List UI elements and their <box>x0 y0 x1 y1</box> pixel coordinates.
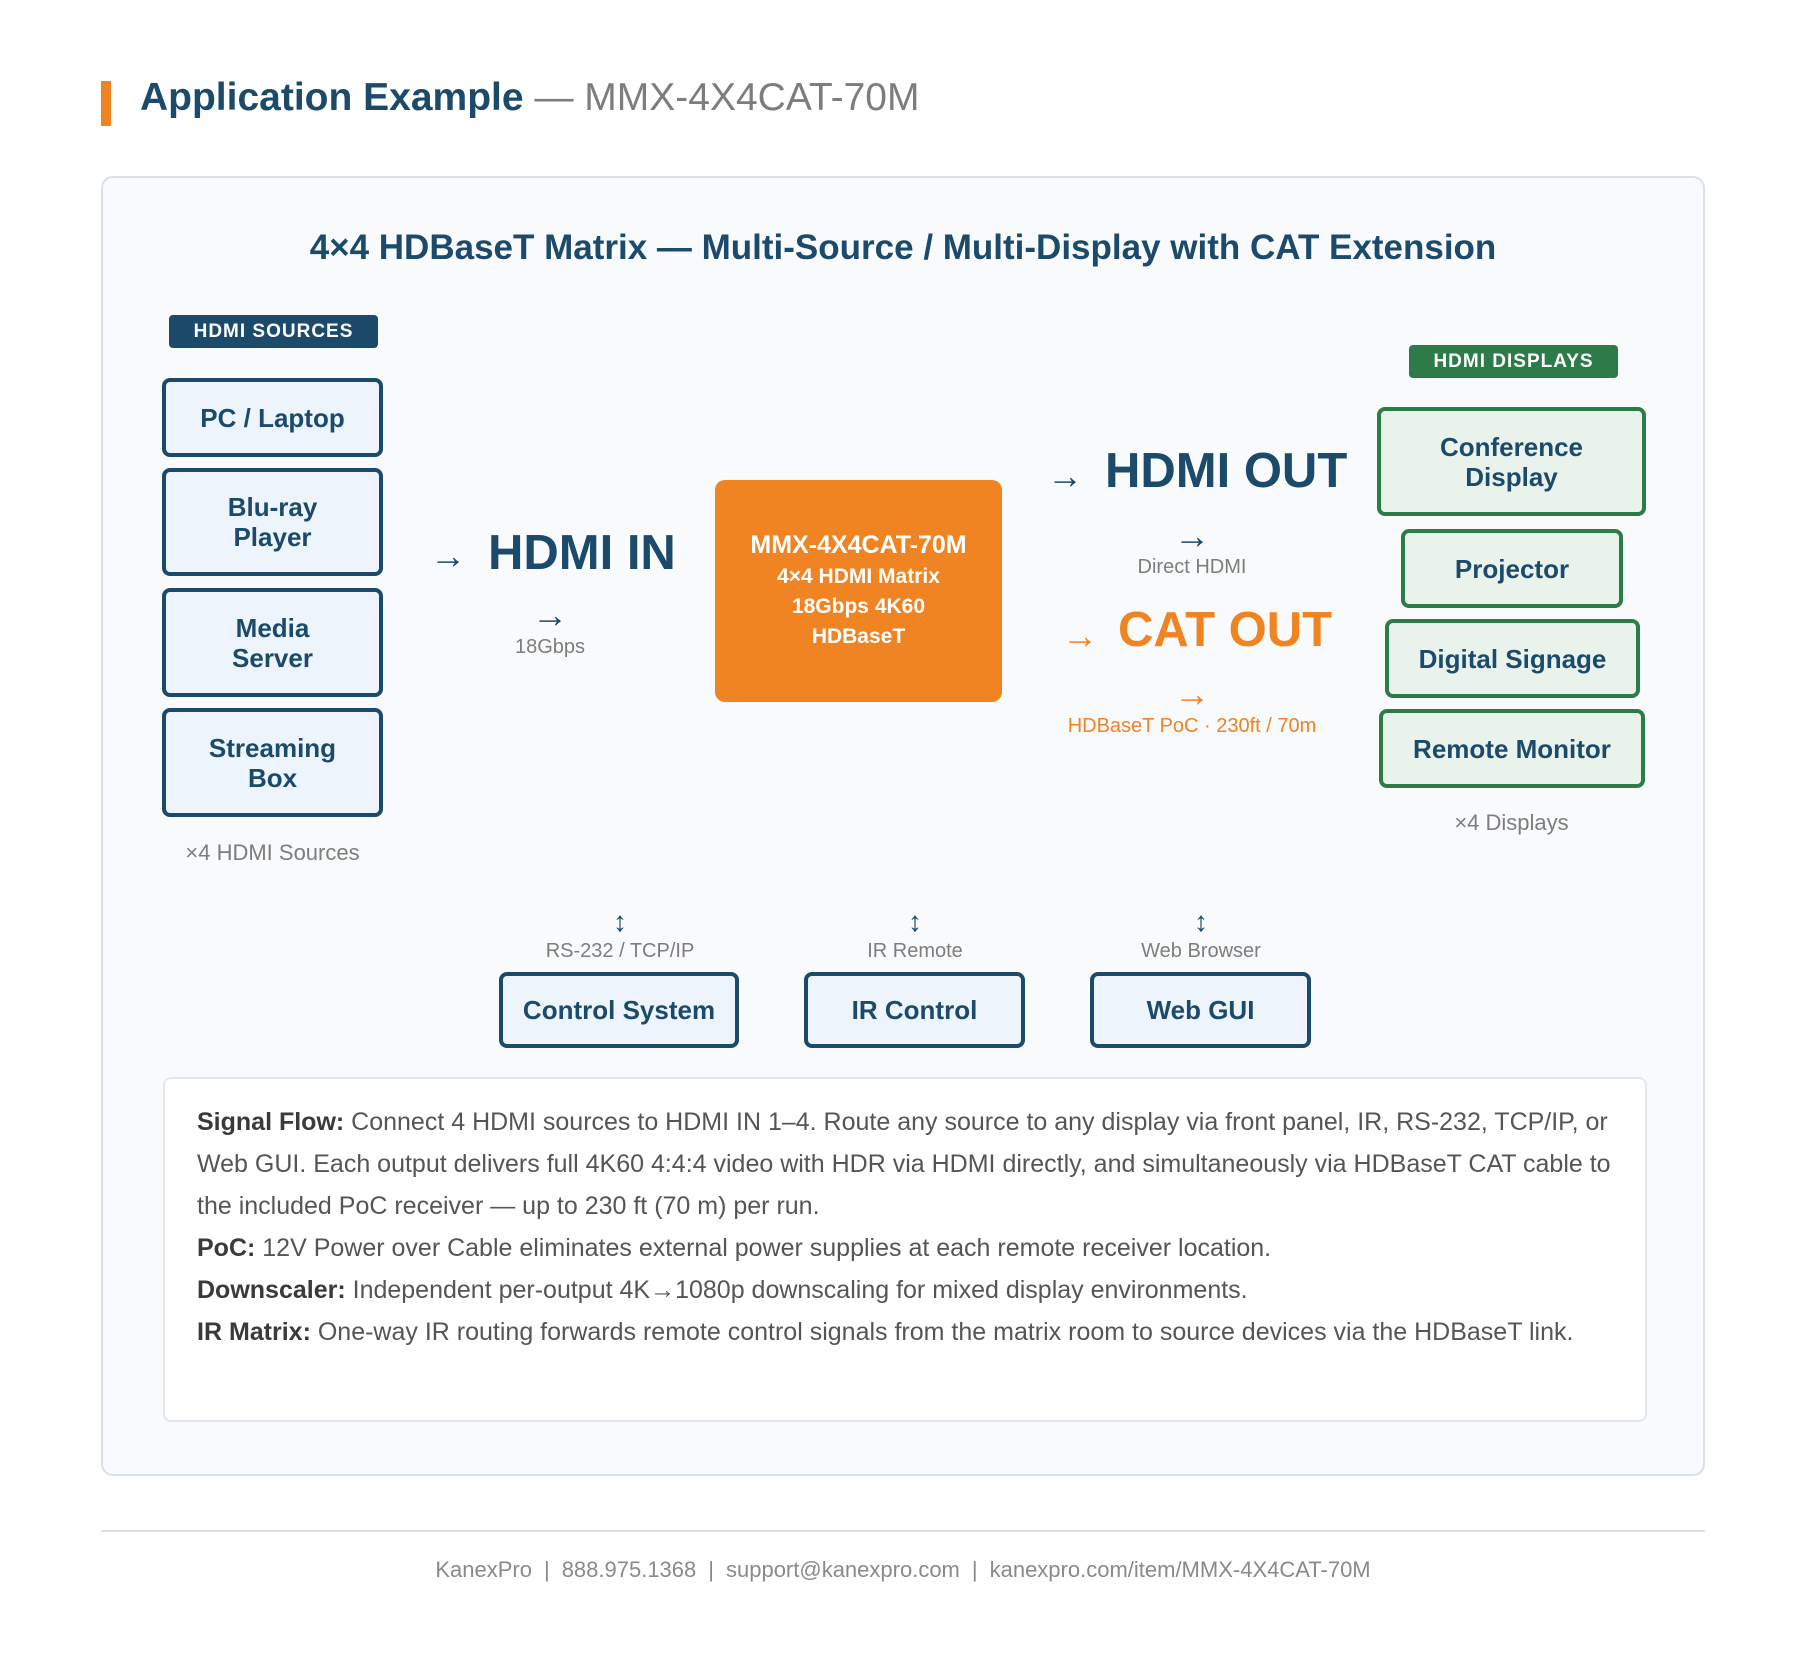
cat-out-arrow-small: → <box>1174 673 1210 714</box>
note-poc: PoC: 12V Power over Cable eliminates ext… <box>197 1227 1613 1269</box>
cat-out-sublabel: HDBaseT PoC · 230ft / 70m <box>1067 715 1317 737</box>
source-label: Streaming Box <box>208 732 337 793</box>
page-title-text: Application Example <box>140 76 524 119</box>
source-label: Media Server <box>232 612 313 673</box>
matrix-model: MMX-4X4CAT-70M <box>750 531 967 559</box>
matrix-subtitle: 4×4 HDMI Matrix 18Gbps 4K60 HDBaseT <box>777 565 940 648</box>
footer: KanexPro | 888.975.1368 | support@kanexpro.c… <box>101 1557 1705 1583</box>
display-box-digital-signage: Digital Signage <box>1385 619 1640 698</box>
hdmi-in-label: HDMI IN <box>488 526 676 580</box>
footer-url-link[interactable]: kanexpro.com/item/MMX-4X4CAT-70M <box>989 1557 1371 1582</box>
hdmi-in-sublabel: 18Gbps <box>514 636 586 658</box>
source-box-pc-laptop: PC / Laptop <box>162 378 383 457</box>
matrix-switcher-box: MMX-4X4CAT-70M 4×4 HDMI Matrix 18Gbps 4K… <box>715 480 1002 702</box>
ir-control-box: IR Control <box>804 972 1025 1048</box>
page-title: Application Example — MMX-4X4CAT-70M <box>140 76 919 120</box>
ir-control-link-arrow: ↕ <box>908 906 922 937</box>
diagram-title: 4×4 HDBaseT Matrix — Multi-Source / Mult… <box>309 228 1497 267</box>
note-label: IR Matrix: <box>197 1318 311 1346</box>
page-title-model: MMX-4X4CAT-70M <box>584 76 920 119</box>
display-box-projector: Projector <box>1401 529 1623 608</box>
source-box-bluray-player: Blu-ray Player <box>162 468 383 576</box>
note-label: Downscaler: <box>197 1276 346 1304</box>
hdmi-in-arrow-small: → <box>532 594 568 635</box>
hdmi-out-label: HDMI OUT <box>1105 444 1348 498</box>
hdmi-out-arrow: → <box>1047 455 1083 496</box>
cat-out-arrow: → <box>1062 615 1098 656</box>
sources-tag: HDMI SOURCES <box>169 315 378 348</box>
note-text: One-way IR routing forwards remote contr… <box>310 1318 1574 1346</box>
source-label: Blu-ray Player <box>227 492 318 552</box>
footer-email-link[interactable]: support@kanexpro.com <box>725 1557 960 1582</box>
control-system-sublabel: RS-232 / TCP/IP <box>545 940 695 962</box>
footer-divider <box>101 1530 1705 1532</box>
web-gui-link-arrow: ↕ <box>1194 906 1208 937</box>
display-label: Conference Display <box>1439 431 1584 492</box>
control-system-link-arrow: ↕ <box>613 906 627 937</box>
control-system-box: Control System <box>499 972 739 1048</box>
note-downscaler: Downscaler: Independent per-output 4K→10… <box>197 1269 1613 1311</box>
title-accent-bar <box>101 81 111 126</box>
hdmi-in-arrow: → <box>430 535 466 576</box>
web-gui-sublabel: Web Browser <box>1141 940 1261 962</box>
footer-separator: | <box>543 1557 550 1582</box>
footer-phone: 888.975.1368 <box>561 1557 697 1582</box>
note-label: PoC: <box>197 1234 256 1262</box>
note-label: Signal Flow: <box>197 1108 345 1136</box>
footer-separator: | <box>971 1557 978 1582</box>
footer-brand: KanexPro <box>435 1557 532 1582</box>
display-box-remote-monitor: Remote Monitor <box>1379 709 1645 788</box>
ir-control-sublabel: IR Remote <box>867 940 963 962</box>
hdmi-out-sublabel: Direct HDMI <box>1137 556 1247 578</box>
note-text: Independent per-output 4K→1080p downscal… <box>345 1276 1248 1304</box>
displays-tag: HDMI DISPLAYS <box>1409 345 1618 378</box>
cat-out-label: CAT OUT <box>1118 603 1333 657</box>
note-ir-matrix: IR Matrix: One-way IR routing forwards r… <box>197 1311 1613 1353</box>
hdmi-out-arrow-small: → <box>1174 515 1210 556</box>
footer-separator: | <box>708 1557 714 1582</box>
notes-box: Signal Flow: Connect 4 HDMI sources to H… <box>163 1077 1647 1422</box>
source-box-media-server: Media Server <box>162 588 383 697</box>
sources-count-note: ×4 HDMI Sources <box>185 840 360 865</box>
note-signal-flow: Signal Flow: Connect 4 HDMI sources to H… <box>197 1101 1613 1227</box>
source-box-streaming-box: Streaming Box <box>162 708 383 817</box>
display-box-conference-display: Conference Display <box>1377 407 1646 516</box>
note-text: Connect 4 HDMI sources to HDMI IN 1–4. R… <box>197 1108 1611 1220</box>
web-gui-box: Web GUI <box>1090 972 1311 1048</box>
displays-count-note: ×4 Displays <box>1454 810 1569 835</box>
page-title-separator: — <box>534 76 574 119</box>
note-text: 12V Power over Cable eliminates external… <box>255 1234 1272 1262</box>
